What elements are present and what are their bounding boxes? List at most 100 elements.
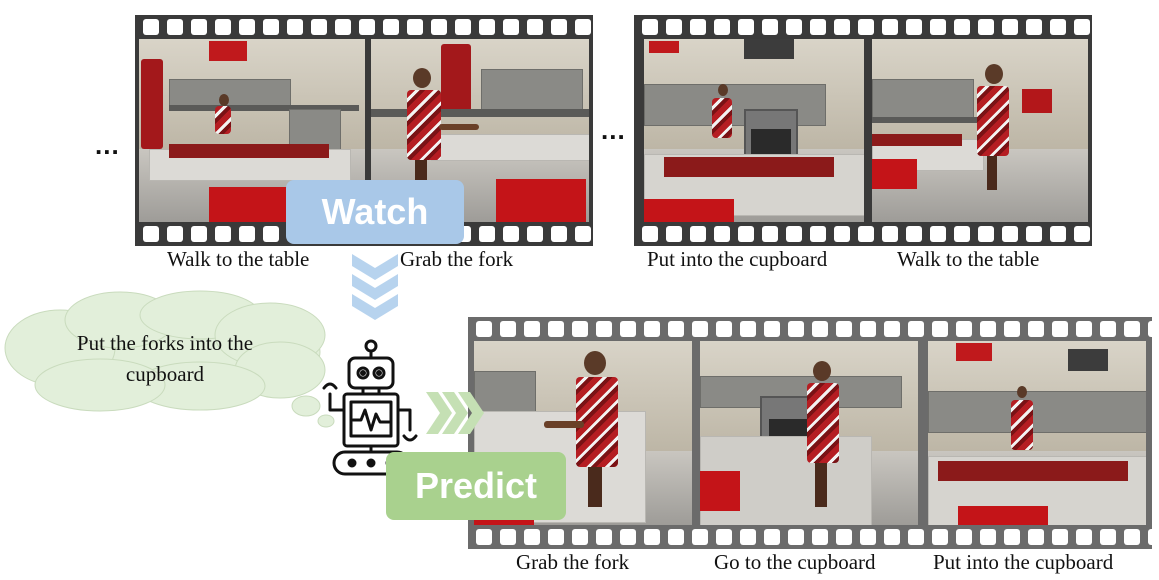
watch-badge: Watch: [286, 180, 464, 244]
sprocket-hole: [858, 19, 874, 35]
sprocket-hole: [642, 226, 658, 242]
sprocket-hole: [1148, 529, 1152, 545]
sprocket-hole: [551, 19, 567, 35]
sprocket-hole: [932, 529, 948, 545]
sprocket-hole: [407, 19, 423, 35]
sprocket-hole: [764, 529, 780, 545]
sprocket-hole: [690, 226, 706, 242]
sprocket-hole: [978, 19, 994, 35]
sprocket-hole: [668, 321, 684, 337]
sprocket-hole: [620, 321, 636, 337]
sprocket-hole: [1002, 19, 1018, 35]
film-sprocket-holes: [135, 17, 593, 37]
sprocket-hole: [572, 529, 588, 545]
sprocket-hole: [383, 19, 399, 35]
video-frame: [928, 341, 1146, 525]
film-sprocket-holes: [468, 319, 1152, 339]
sprocket-hole: [1100, 529, 1116, 545]
sprocket-hole: [548, 529, 564, 545]
sprocket-hole: [714, 226, 730, 242]
sprocket-hole: [1124, 321, 1140, 337]
sprocket-hole: [860, 321, 876, 337]
sprocket-hole: [810, 19, 826, 35]
sprocket-hole: [263, 19, 279, 35]
sprocket-hole: [836, 321, 852, 337]
sprocket-hole: [551, 226, 567, 242]
sprocket-hole: [762, 226, 778, 242]
sprocket-hole: [714, 19, 730, 35]
caption-put-into-cupboard: Put into the cupboard: [647, 247, 828, 271]
sprocket-hole: [1050, 19, 1066, 35]
sprocket-hole: [1052, 321, 1068, 337]
caption-walk-to-table: Walk to the table: [167, 247, 310, 271]
sprocket-hole: [1004, 529, 1020, 545]
sprocket-hole: [1004, 321, 1020, 337]
sprocket-hole: [191, 19, 207, 35]
sprocket-hole: [167, 226, 183, 242]
caption-put-into-cupboard-pred: Put into the cupboard: [933, 550, 1114, 574]
sprocket-hole: [431, 19, 447, 35]
sprocket-hole: [666, 19, 682, 35]
sprocket-hole: [476, 529, 492, 545]
sprocket-hole: [980, 529, 996, 545]
sprocket-hole: [930, 226, 946, 242]
sprocket-hole: [762, 19, 778, 35]
sprocket-hole: [906, 226, 922, 242]
sprocket-hole: [572, 321, 588, 337]
ellipsis-left: ...: [95, 130, 120, 160]
sprocket-hole: [215, 19, 231, 35]
sprocket-hole: [500, 321, 516, 337]
sprocket-hole: [834, 226, 850, 242]
sprocket-hole: [908, 529, 924, 545]
chevron-right-arrows-icon: [426, 392, 484, 434]
sprocket-hole: [527, 226, 543, 242]
ellipsis-mid: ...: [601, 115, 626, 145]
sprocket-hole: [812, 321, 828, 337]
sprocket-hole: [882, 19, 898, 35]
video-frame: [700, 341, 918, 525]
observed-film-strip-2: [634, 15, 1092, 246]
sprocket-hole: [143, 19, 159, 35]
sprocket-hole: [812, 529, 828, 545]
sprocket-hole: [956, 321, 972, 337]
predicted-film-strip: [468, 317, 1152, 549]
caption-walk-to-table-2: Walk to the table: [897, 247, 1040, 271]
sprocket-hole: [479, 19, 495, 35]
sprocket-hole: [1050, 226, 1066, 242]
thought-line-1: Put the forks into the: [76, 331, 254, 355]
observed-film-strip-1: [135, 15, 593, 246]
sprocket-hole: [692, 321, 708, 337]
sprocket-hole: [548, 321, 564, 337]
sprocket-hole: [1026, 19, 1042, 35]
sprocket-hole: [834, 19, 850, 35]
caption-go-to-cupboard-pred: Go to the cupboard: [714, 550, 876, 574]
sprocket-hole: [1002, 226, 1018, 242]
sprocket-hole: [980, 321, 996, 337]
sprocket-hole: [666, 226, 682, 242]
sprocket-hole: [596, 529, 612, 545]
sprocket-hole: [882, 226, 898, 242]
sprocket-hole: [642, 19, 658, 35]
sprocket-hole: [500, 529, 516, 545]
sprocket-hole: [884, 321, 900, 337]
sprocket-hole: [692, 529, 708, 545]
sprocket-hole: [479, 226, 495, 242]
sprocket-hole: [668, 529, 684, 545]
sprocket-hole: [476, 321, 492, 337]
sprocket-hole: [740, 321, 756, 337]
sprocket-hole: [788, 529, 804, 545]
sprocket-hole: [786, 19, 802, 35]
sprocket-hole: [1028, 529, 1044, 545]
sprocket-hole: [575, 226, 591, 242]
sprocket-hole: [932, 321, 948, 337]
sprocket-hole: [764, 321, 780, 337]
sprocket-hole: [524, 529, 540, 545]
sprocket-hole: [954, 19, 970, 35]
thought-text: Put the forks into the cupboard: [40, 328, 290, 390]
sprocket-hole: [503, 19, 519, 35]
sprocket-hole: [191, 226, 207, 242]
sprocket-hole: [524, 321, 540, 337]
sprocket-hole: [788, 321, 804, 337]
sprocket-hole: [954, 226, 970, 242]
sprocket-hole: [527, 19, 543, 35]
